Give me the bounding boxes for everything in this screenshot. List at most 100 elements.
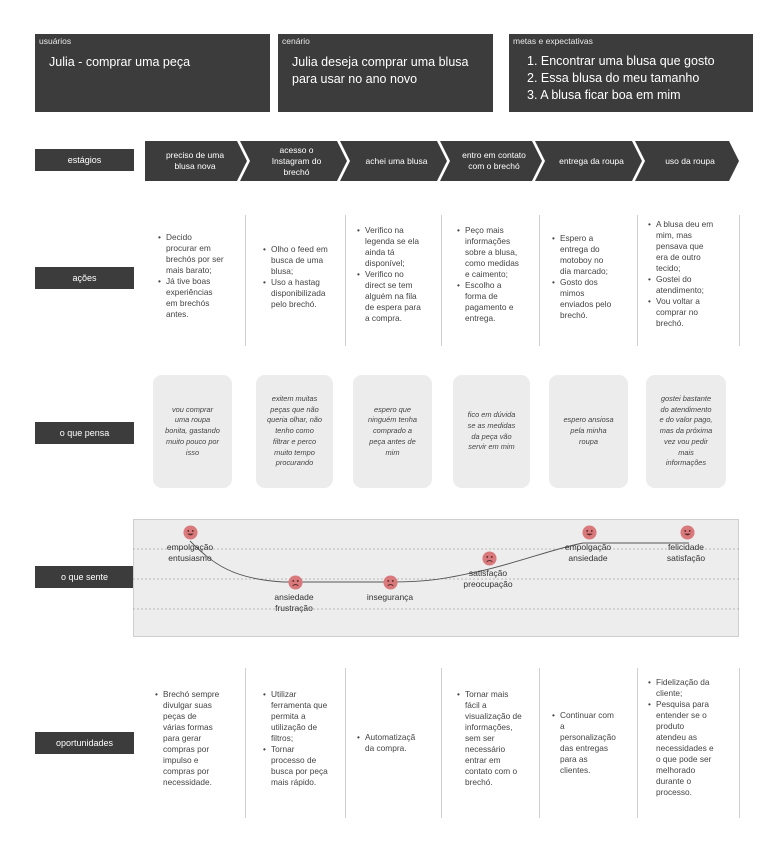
text-line: direct se tem [365,280,413,290]
text-line: melhorado [656,765,696,775]
text-line: informações, [465,722,513,732]
stage-label: achei uma blusa [366,156,428,167]
text-line: várias formas [163,722,213,732]
stage-chevron: entrega da roupa [535,141,642,181]
smiling-face-icon [581,524,597,540]
text-line: Utilizar [271,689,297,699]
text-line: gostei bastante [660,393,712,403]
text-line: sem ser [465,733,495,743]
text-line: mais [678,447,694,457]
goals-list: 1. Encontrar uma blusa que gosto 2. Essa… [527,53,715,104]
text-line: Uso a hastag [271,277,320,287]
text-line: do atendimento [660,404,712,414]
text-line: cliente; [656,688,683,698]
stage-chevron: achei uma blusa [340,141,447,181]
text-line: personalização [560,732,616,742]
emotion-label: insegurança [350,592,430,603]
text-line: blusa nova [174,161,216,171]
text-line: Automatizaçã [365,732,416,742]
text-line: brechós por ser [166,254,224,264]
row-label-stages: estágios [35,149,134,171]
text-line: necessidades e [656,743,714,753]
smiling-face-icon [679,524,695,540]
text-line: em brechós [166,298,210,308]
text-line: bonita, gastando [165,426,220,436]
text-line: filtros; [271,733,294,743]
text-line: ninguém tenha [368,415,417,425]
text-line: de espera para [365,302,421,312]
scenario-panel: cenário Julia deseja comprar uma blusa p… [278,34,493,112]
row-label-feels: o que sente [35,566,134,588]
text-line: pela minha [570,426,607,436]
text-line: da peça vão [471,431,512,441]
text-line: felicidade [668,542,704,552]
text-line: ansiedade [568,552,608,563]
text-line: Brechó sempre [163,689,220,699]
text-line: Decido [166,232,192,242]
text-line: antes. [166,309,189,319]
text-line: necessário [465,744,506,754]
text-line: contato com o [465,766,518,776]
scenario-value: Julia deseja comprar uma blusa para usar… [292,54,468,88]
smiling-face-icon [182,524,198,540]
text-line: era de outro [656,252,701,262]
text-line: muito tempo [274,447,315,457]
text-line: Continuar com [560,710,614,720]
text-line: impulso e [163,755,199,765]
text-line: ansiedade [274,592,314,602]
text-line: comprado a [372,426,413,436]
text-line: Fidelização da [656,677,710,687]
text-line: compras por [163,744,210,754]
scenario-line: Julia deseja comprar uma blusa [292,55,469,69]
text-line: se as medidas [467,420,516,430]
text-line: peças de [163,711,197,721]
text-line: ferramenta que [271,700,328,710]
text-line: brechó. [560,310,588,320]
emotion-curve-chart [133,540,739,610]
text-line: dia marcado; [560,266,608,276]
text-line: Tornar mais [465,689,509,699]
goal-item: 1. Encontrar uma blusa que gosto [527,54,715,68]
text-line: A blusa deu em [656,219,714,229]
text-line: servir em mim [468,442,515,452]
text-line: das entregas [560,743,608,753]
text-line: mais barato; [166,265,212,275]
text-line: entrar em [465,755,501,765]
text-line: brechó. [656,318,684,328]
stage-label: entrega da roupa [559,156,624,167]
text-line: empolgação [564,542,612,552]
text-line: espero ansiosa [563,415,614,425]
text-line: satisfação [666,552,706,563]
text-line: Gostei do [656,274,692,284]
text-line: entrega do [560,244,600,254]
text-line: Instagram do [271,155,322,166]
frowning-face-icon [287,574,303,590]
text-line: vou comprar [171,404,214,414]
text-line: durante o [656,776,692,786]
text-line: vez vou pedir [664,436,708,446]
text-line: busca por peça [271,766,328,776]
